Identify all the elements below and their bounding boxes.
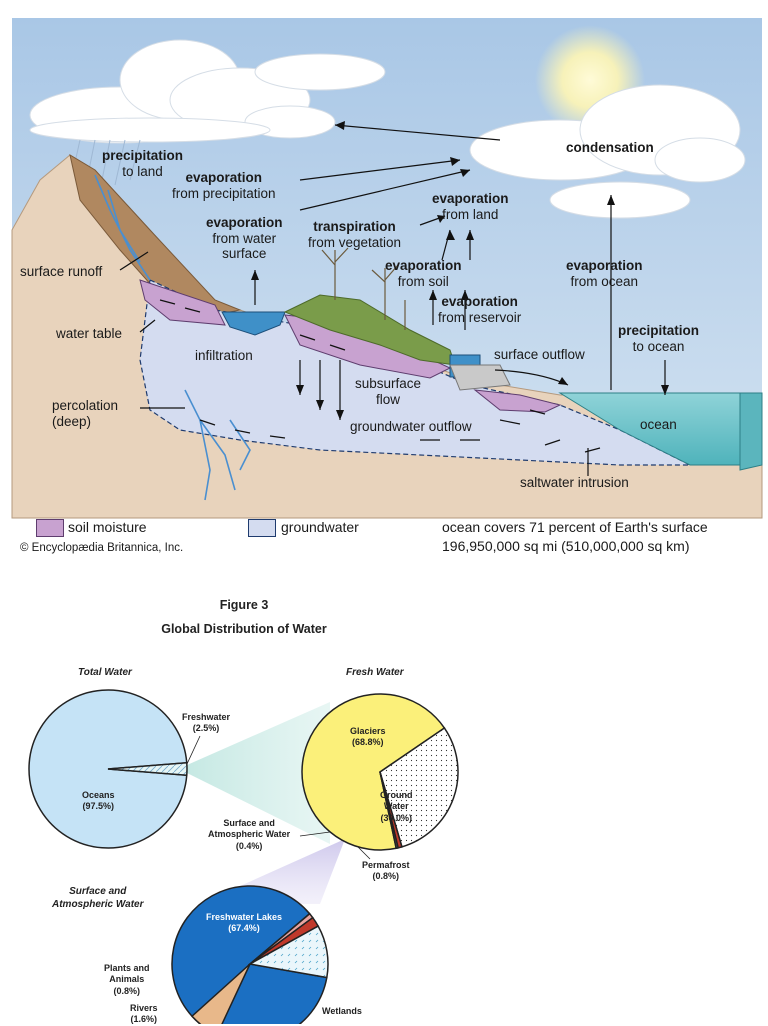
- pie-label-glaciers: Glaciers (68.8%): [350, 726, 386, 748]
- copyright-credit: © Encyclopædia Britannica, Inc.: [20, 542, 184, 554]
- label-subsurface-flow: subsurface flow: [355, 376, 422, 407]
- cloud-right-icon: [469, 84, 746, 219]
- label-percolation: percolation (deep): [52, 398, 119, 429]
- total-slice-freshwater: [107, 761, 188, 777]
- surface-water-pond: [221, 311, 286, 336]
- total-water-title: Total Water: [78, 667, 132, 678]
- label-groundwater-outflow: groundwater outflow: [350, 419, 472, 434]
- label-precipitation-to-ocean: precipitation to ocean: [618, 323, 700, 354]
- dam: [449, 364, 511, 391]
- figure-title: Global Distribution of Water: [161, 622, 327, 636]
- label-ocean: ocean: [640, 417, 677, 432]
- label-evaporation-from-soil: evaporation from soil: [385, 258, 462, 289]
- fresh-slice-glaciers: [301, 693, 446, 851]
- water-cycle-diagram: precipitation to land evaporation from p…: [11, 18, 763, 554]
- surface-atmospheric-title: Surface and Atmospheric Water: [52, 886, 144, 910]
- pie-label-ground-water: Ground Water (30.0%): [380, 790, 413, 823]
- legend-groundwater-label: groundwater: [281, 519, 359, 535]
- pie-label-oceans: Oceans (97.5%): [82, 790, 115, 812]
- pie-label-permafrost: Permafrost (0.8%): [362, 860, 410, 882]
- label-evaporation-from-reservoir: evaporation from reservoir: [438, 294, 522, 325]
- legend-groundwater-swatch: [248, 519, 276, 537]
- legend-soil-moisture-label: soil moisture: [68, 519, 147, 535]
- surface-slice-freshwater-lakes: [171, 885, 328, 1024]
- label-evaporation-from-ocean: evaporation from ocean: [566, 258, 643, 289]
- label-transpiration: transpiration from vegetation: [308, 219, 402, 250]
- ocean-coverage-note: ocean covers 71 percent of Earth's surfa…: [442, 519, 708, 535]
- groundwater-flow-arrows: [159, 299, 601, 453]
- pie-label-freshwater: Freshwater (2.5%): [182, 712, 231, 734]
- label-surface-outflow: surface outflow: [494, 347, 585, 362]
- surface-slice-other: [190, 963, 251, 1024]
- label-evaporation-from-precipitation: evaporation from precipitation: [172, 170, 276, 201]
- label-saltwater-intrusion: saltwater intrusion: [520, 475, 629, 490]
- fresh-slice-surface-and-atmospheric-water: [379, 771, 400, 850]
- fresh-slice-ground-water: [379, 726, 459, 848]
- legend-soil-moisture-swatch: [36, 519, 64, 537]
- pie-label-plants-animals: Plants and Animals (0.8%): [104, 963, 150, 996]
- water-cycle-illustration: [11, 18, 763, 519]
- pie-label-wetlands: Wetlands: [322, 1006, 362, 1016]
- label-condensation: condensation: [566, 140, 654, 155]
- trees-icon: [321, 247, 406, 330]
- label-infiltration: infiltration: [195, 348, 253, 363]
- pie-label-surface-atmospheric: Surface and Atmospheric Water (0.4%): [208, 818, 291, 851]
- expansion-beam-fresh: [187, 702, 330, 844]
- ocean-area-note: 196,950,000 sq mi (510,000,000 sq km): [442, 538, 690, 554]
- label-evaporation-from-land: evaporation from land: [432, 191, 509, 222]
- label-surface-runoff: surface runoff: [20, 264, 103, 279]
- leader-line: [299, 831, 331, 837]
- figure-label: Figure 3: [219, 598, 269, 612]
- soil-moisture-band-3: [473, 389, 562, 413]
- arrow-heads: [251, 121, 669, 420]
- surface-slice-wetlands: [247, 925, 329, 979]
- label-precipitation-to-land: precipitation to land: [102, 148, 184, 179]
- cloud-left-icon: [29, 39, 386, 144]
- fresh-water-title: Fresh Water: [346, 667, 404, 678]
- label-evaporation-from-water-surface: evaporation from water surface: [206, 215, 283, 262]
- soil-moisture-band-1: [139, 279, 226, 326]
- leader-line: [186, 735, 201, 765]
- label-water-table: water table: [56, 326, 123, 341]
- pie-label-rivers: Rivers (1.6%): [130, 1003, 158, 1025]
- pie-label-freshwater-lakes: Freshwater Lakes (67.4%): [206, 912, 283, 934]
- water-distribution-pies: [28, 689, 459, 1024]
- total-slice-oceans: [28, 689, 188, 849]
